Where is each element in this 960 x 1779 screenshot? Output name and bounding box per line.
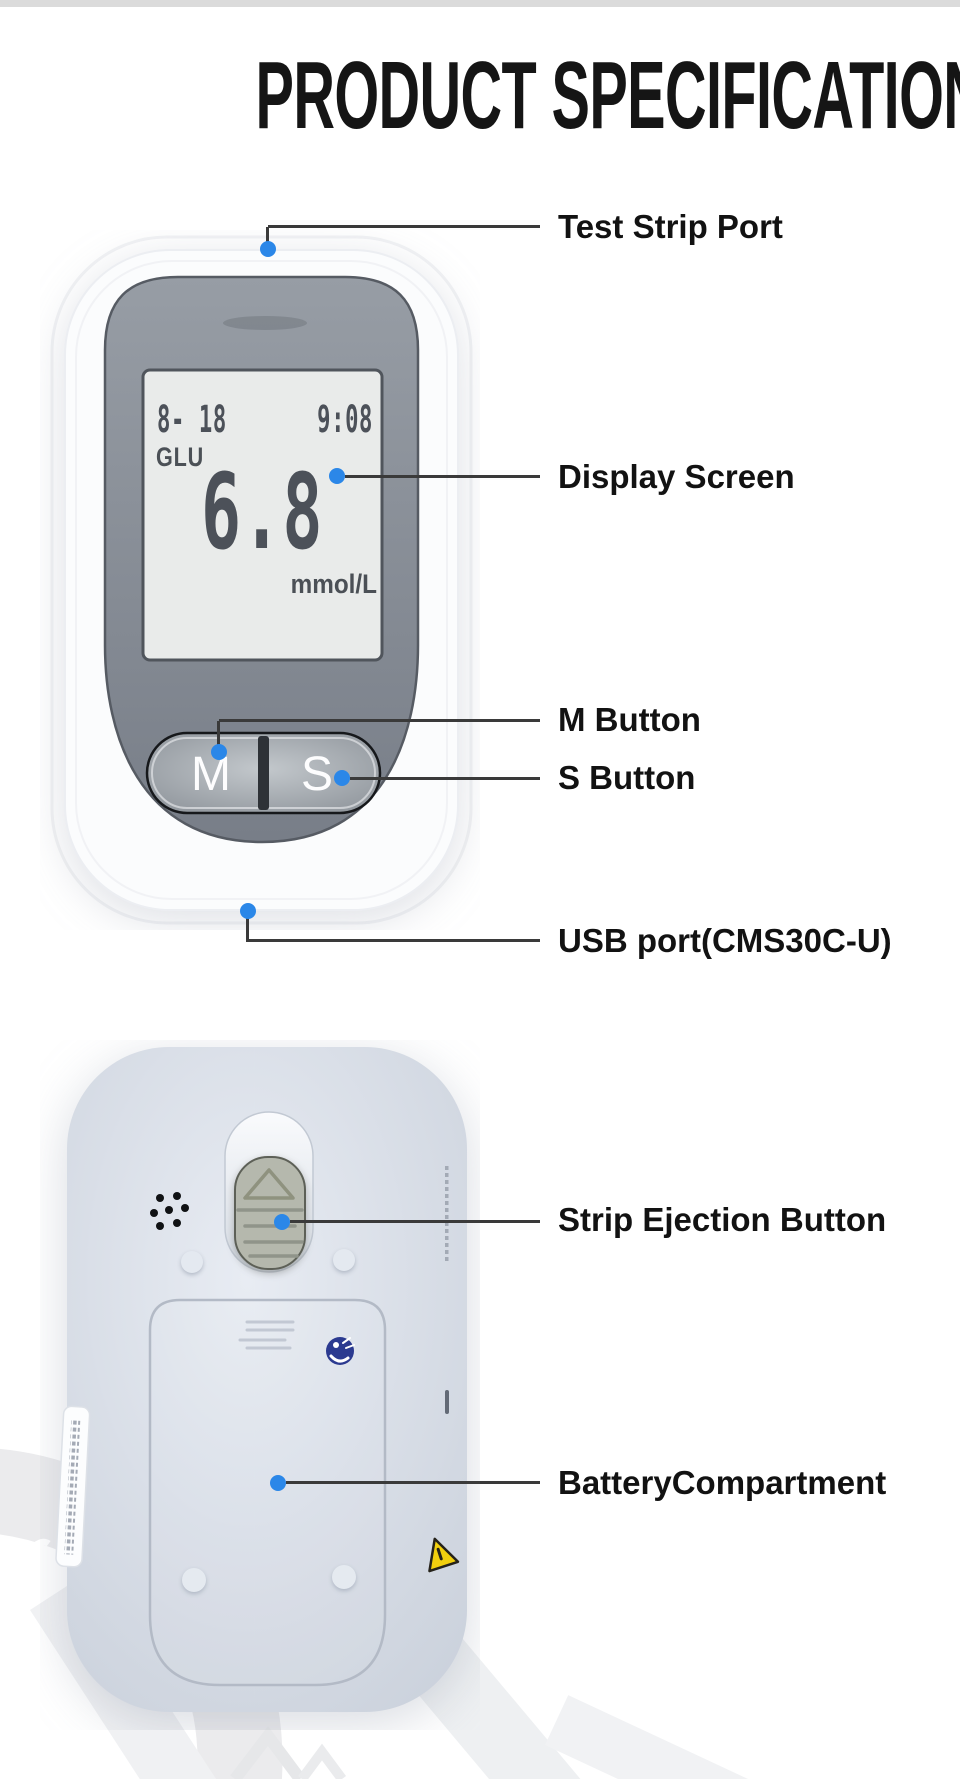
front-body-halo	[50, 235, 473, 925]
watermark-chevron-small	[297, 1743, 347, 1779]
strip-ejection-line	[290, 1220, 540, 1223]
m-button-line-v	[217, 721, 220, 747]
slider-arrow-icon	[243, 1168, 295, 1200]
test-strip-port-dot	[260, 241, 276, 257]
display-screen-dot	[329, 468, 345, 484]
test-strip-slot-shadow	[223, 316, 307, 330]
manual-icon	[326, 1337, 355, 1365]
lcd-date: 8- 18	[157, 399, 227, 441]
lcd-screen	[141, 368, 384, 662]
page-title: PRODUCT SPECIFICATIONS	[0, 48, 960, 144]
battery-compartment-dot	[270, 1475, 286, 1491]
usb-port-line-v	[246, 915, 249, 942]
speaker-grill	[150, 1192, 189, 1230]
display-screen-label: Display Screen	[558, 458, 795, 495]
side-print-text	[444, 1164, 450, 1264]
s-button-label: S Button	[558, 759, 696, 796]
watermark-band-right	[545, 1695, 804, 1779]
s-button: S	[301, 748, 333, 801]
watermark-chevron	[230, 1726, 305, 1779]
page-title-text: PRODUCT SPECIFICATIONS	[255, 42, 960, 149]
test-strip-port-label: Test Strip Port	[558, 208, 783, 245]
watermark-arc	[0, 1449, 283, 1779]
m-button-line	[219, 719, 540, 722]
lcd-mode-label: GLU	[156, 443, 204, 473]
top-bar	[0, 0, 960, 7]
display-screen-line	[345, 475, 540, 478]
usb-port-line	[246, 939, 540, 942]
test-strip-port-line	[268, 225, 540, 228]
usb-port-dot	[240, 903, 256, 919]
door-grip-ridges	[238, 1320, 295, 1350]
back-device-photo	[55, 1047, 467, 1712]
usb-port-label: USB port(CMS30C-U)	[558, 922, 892, 959]
test-strip-port-line-v	[266, 227, 269, 243]
strip-ejection-label: Strip Ejection Button	[558, 1201, 887, 1238]
battery-compartment-label: BatteryCompartment	[558, 1464, 887, 1501]
m-button-dot	[211, 744, 227, 760]
side-print-mark	[445, 1390, 449, 1414]
battery-compartment-line	[286, 1481, 540, 1484]
s-button-dot	[334, 770, 350, 786]
strip-ejection-dot	[274, 1214, 290, 1230]
side-sticker	[55, 1405, 91, 1568]
lcd-reading: 6.8	[201, 452, 323, 573]
front-device-photo: 8- 18 9:08 GLU 6.8 mmol/L M S	[50, 235, 473, 925]
warning-icon	[428, 1537, 460, 1573]
front-body-inner-contour	[75, 260, 448, 900]
button-divider	[258, 736, 269, 810]
s-button-line	[350, 777, 540, 780]
battery-compartment-door	[148, 1298, 387, 1687]
lcd-unit: mmol/L	[291, 570, 377, 599]
case-bumps	[181, 1249, 356, 1592]
m-button-label: M Button	[558, 701, 701, 738]
lcd-time: 9:08	[317, 399, 373, 441]
